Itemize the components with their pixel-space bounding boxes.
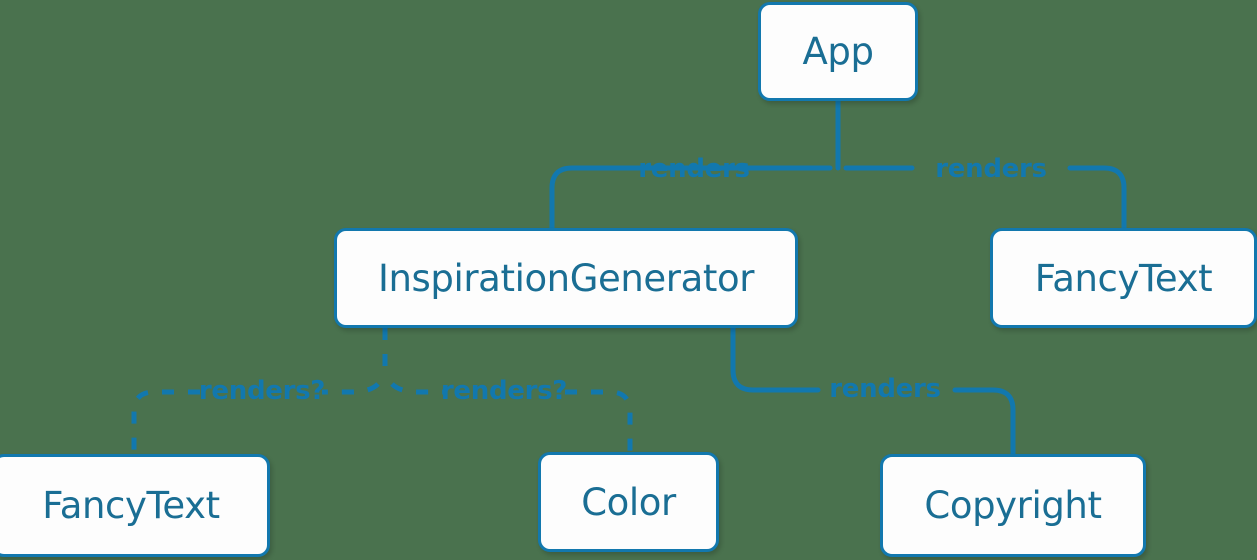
edge-inspirationgenerator-to-color-dashed (390, 382, 633, 452)
edge-label-inspirationgenerator-to-fancytext: renders? (198, 376, 326, 406)
node-fancytext-right-label: FancyText (1034, 256, 1213, 300)
node-app-label: App (802, 30, 874, 73)
edge-inspirationgenerator-to-copyright (730, 325, 1016, 457)
edge-label-inspirationgenerator-to-copyright: renders (829, 374, 941, 404)
node-fancytext-right[interactable]: FancyText (990, 228, 1257, 328)
node-app[interactable]: App (758, 2, 918, 101)
edge-app-to-inspirationgenerator (549, 165, 833, 231)
edge-label-app-to-inspirationgenerator: renders (638, 154, 750, 184)
node-fancytext-bottom[interactable]: FancyText (0, 454, 270, 557)
edge-app-to-fancytext (843, 165, 1127, 231)
edge-inspirationgenerator-to-fancytext-dashed (131, 382, 380, 455)
edge-label-app-to-fancytext: renders (935, 154, 1047, 184)
node-fancytext-bottom-label: FancyText (42, 484, 220, 527)
node-copyright[interactable]: Copyright (880, 454, 1146, 557)
node-color[interactable]: Color (538, 452, 719, 552)
node-copyright-label: Copyright (924, 484, 1102, 527)
edge-label-inspirationgenerator-to-color: renders? (440, 376, 568, 406)
node-inspirationgenerator[interactable]: InspirationGenerator (334, 228, 798, 328)
node-inspirationgenerator-label: InspirationGenerator (377, 256, 755, 300)
node-color-label: Color (581, 480, 676, 524)
